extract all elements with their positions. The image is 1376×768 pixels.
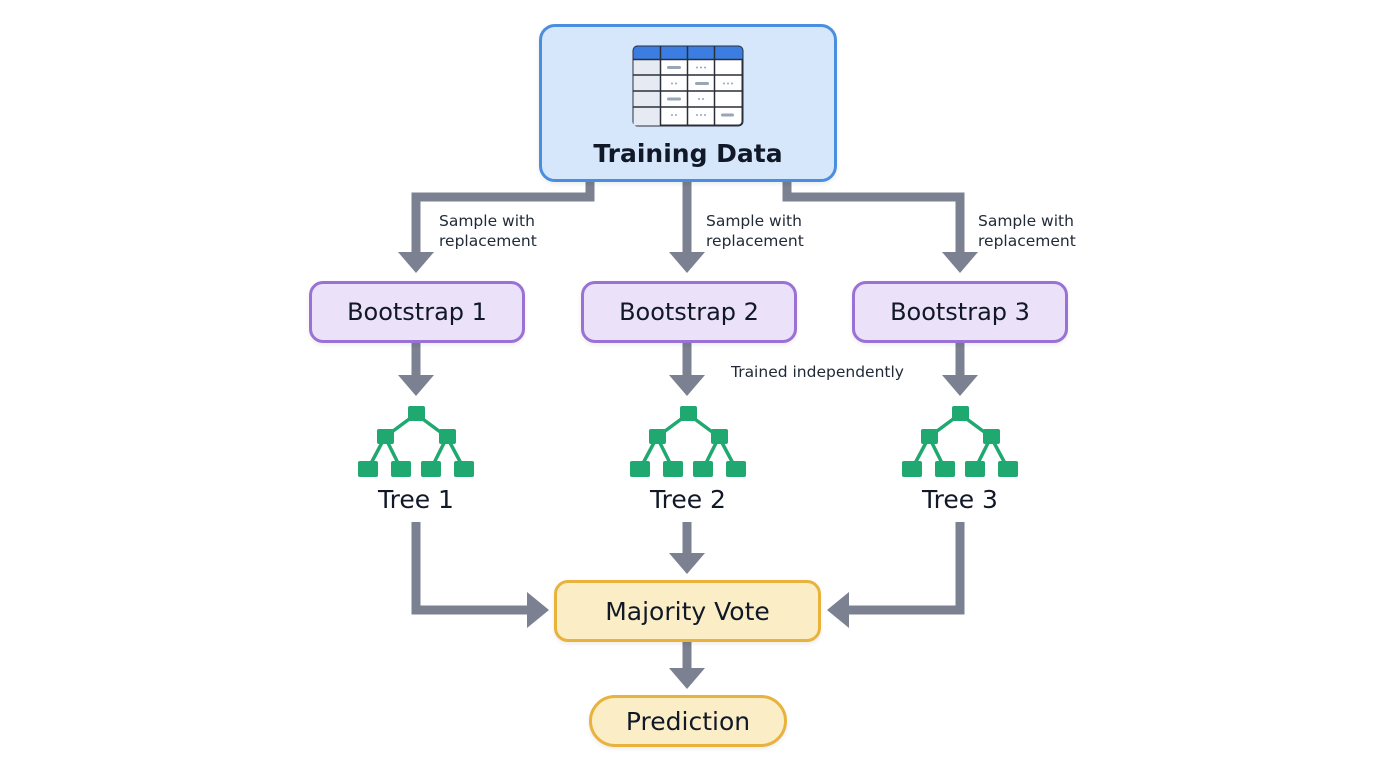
bootstrap-node-3: Bootstrap 3: [852, 281, 1068, 343]
tree-label-1: Tree 1: [378, 485, 454, 514]
sample-label-2: Sample with replacement: [706, 211, 804, 251]
arrow-bootstrap-2-to-tree-2: [669, 343, 705, 396]
arrow-training-to-bootstrap-1: [398, 182, 595, 273]
sample-label-2-line1: Sample with: [706, 212, 802, 230]
decision-tree-icon: [902, 406, 1018, 477]
trained-independently-label: Trained independently: [731, 363, 904, 381]
training-data-title: Training Data: [593, 139, 783, 168]
arrow-tree-1-to-majority-vote: [411, 522, 549, 628]
arrow-tree-2-to-majority-vote: [669, 522, 705, 574]
sample-label-3-line1: Sample with: [978, 212, 1074, 230]
bootstrap-node-1: Bootstrap 1: [309, 281, 525, 343]
sample-label-1-line2: replacement: [439, 232, 537, 250]
sample-label-1: Sample with replacement: [439, 211, 537, 251]
table-icon: [632, 45, 744, 127]
sample-label-3: Sample with replacement: [978, 211, 1076, 251]
arrow-tree-3-to-majority-vote: [827, 522, 965, 628]
arrow-training-to-bootstrap-3: [782, 182, 978, 273]
sample-label-1-line1: Sample with: [439, 212, 535, 230]
arrow-bootstrap-3-to-tree-3: [942, 343, 978, 396]
bootstrap-node-2: Bootstrap 2: [581, 281, 797, 343]
sample-label-2-line2: replacement: [706, 232, 804, 250]
arrow-training-to-bootstrap-2: [669, 182, 705, 273]
tree-label-2: Tree 2: [650, 485, 726, 514]
arrow-bootstrap-1-to-tree-1: [398, 343, 434, 396]
sample-label-3-line2: replacement: [978, 232, 1076, 250]
decision-tree-icon: [358, 406, 474, 477]
training-data-node: Training Data: [539, 24, 837, 182]
majority-vote-node: Majority Vote: [554, 580, 821, 642]
prediction-node: Prediction: [589, 695, 787, 747]
tree-label-3: Tree 3: [922, 485, 998, 514]
decision-tree-icon: [630, 406, 746, 477]
arrow-majority-vote-to-prediction: [669, 642, 705, 689]
